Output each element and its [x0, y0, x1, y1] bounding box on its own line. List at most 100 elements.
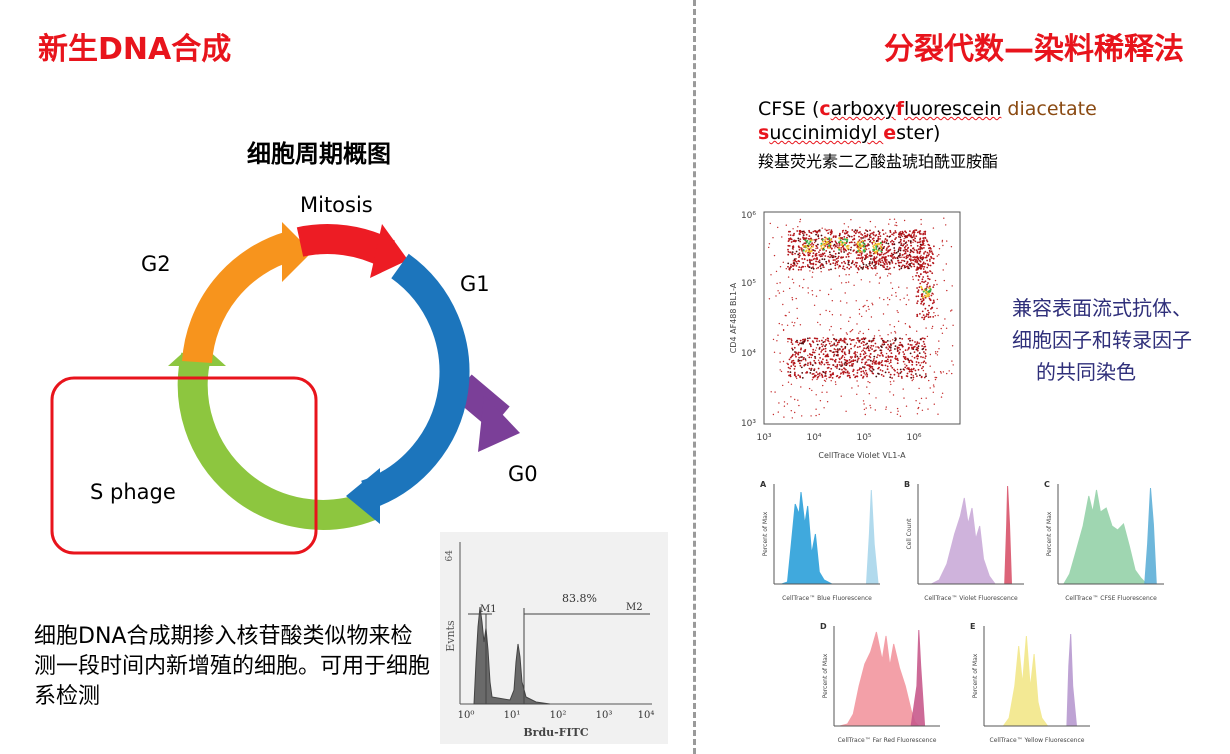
dot-plot-event: [830, 247, 833, 250]
dot-plot-event: [904, 356, 906, 359]
dot-plot-event: [882, 247, 885, 249]
dot-plot-event: [929, 285, 931, 288]
dot-plot-event: [802, 230, 804, 233]
dot-plot-event: [924, 237, 927, 239]
dot-plot-event: [834, 245, 837, 248]
dot-plot-event: [869, 365, 872, 368]
dot-plot-event: [783, 405, 786, 407]
dot-plot-event: [810, 237, 812, 240]
dot-plot-event: [913, 239, 915, 241]
dot-plot-event: [901, 235, 903, 238]
dot-plot-event: [810, 267, 813, 270]
dot-plot-event: [815, 263, 817, 266]
dot-plot-event: [840, 250, 843, 253]
dot-plot-event: [865, 310, 867, 312]
dot-plot-event: [796, 262, 799, 265]
histogram-panel-main-curve: [931, 497, 997, 585]
dot-plot-event: [869, 239, 872, 242]
histogram-panel-x-label: CellTrace™ Yellow Fluorescence: [990, 737, 1085, 744]
dot-plot-event: [923, 240, 925, 243]
dot-plot-event: [923, 251, 925, 254]
dot-plot-event: [937, 413, 939, 415]
dot-plot-event: [903, 256, 905, 259]
dot-plot-event: [843, 268, 846, 271]
histogram-panel-x-label: CellTrace™ Far Red Fluorescence: [838, 737, 937, 744]
dot-plot-event: [818, 353, 821, 356]
dot-x-tick-1: 10⁴: [806, 433, 821, 443]
dot-plot-event: [924, 357, 926, 360]
dot-plot-event: [924, 262, 927, 265]
dot-plot-event: [891, 377, 893, 379]
dot-plot-event: [921, 345, 923, 347]
dot-plot-event: [826, 243, 828, 246]
dot-plot-event: [819, 400, 822, 402]
dot-plot-event: [867, 238, 870, 241]
dot-plot-event: [804, 358, 807, 360]
dot-plot-event: [877, 262, 880, 264]
dot-plot-event: [886, 239, 888, 241]
dot-plot-event: [894, 348, 896, 350]
dot-plot-event: [850, 364, 853, 367]
dot-plot-event: [790, 365, 793, 368]
dot-plot-event: [792, 228, 794, 230]
dot-plot-event: [881, 259, 884, 262]
dot-plot-event: [874, 267, 877, 270]
dot-plot-event: [890, 344, 892, 347]
dot-plot-event: [883, 298, 885, 301]
dot-plot-event: [921, 278, 924, 281]
dot-plot-event: [878, 247, 881, 250]
dot-plot-event: [863, 249, 866, 252]
dot-plot-event: [790, 383, 793, 385]
dot-plot-event: [922, 303, 925, 306]
dot-plot-event: [876, 272, 878, 275]
dot-plot-event: [948, 370, 950, 372]
dot-plot-event: [829, 241, 831, 244]
dot-plot-event: [856, 257, 858, 260]
dot-plot-event: [885, 242, 888, 244]
dot-plot-event: [882, 375, 885, 377]
dot-plot-event: [837, 255, 840, 258]
dot-plot-event: [841, 350, 844, 353]
dot-plot-event: [921, 296, 924, 299]
dot-plot-event: [900, 267, 903, 270]
dot-plot-event: [828, 244, 831, 247]
dot-plot-event: [879, 241, 882, 244]
dot-plot-event: [840, 328, 842, 330]
dot-plot-event: [855, 243, 858, 246]
dot-plot-event: [864, 257, 867, 259]
dot-plot-event: [837, 257, 839, 259]
dot-plot-event: [882, 355, 884, 357]
dot-plot-event: [898, 261, 901, 264]
dot-plot-event: [936, 354, 939, 356]
dot-plot-event: [907, 239, 910, 242]
dot-plot-event: [871, 348, 873, 350]
dot-plot-event: [815, 245, 818, 248]
dot-plot-event: [914, 369, 917, 372]
dot-plot-event: [922, 261, 925, 264]
dot-plot-event: [785, 224, 787, 226]
dot-plot-event: [821, 238, 824, 241]
dot-plot-event: [825, 378, 828, 380]
dot-plot-event: [935, 352, 937, 355]
dot-plot-event: [952, 324, 954, 326]
dot-plot-event: [856, 361, 859, 363]
dot-plot-event: [875, 397, 877, 399]
histogram-panel-letter: C: [1044, 480, 1050, 489]
dot-plot-event: [928, 278, 931, 281]
dot-plot-event: [878, 282, 880, 284]
dot-plot-event: [858, 265, 861, 267]
dot-plot-event: [806, 259, 809, 262]
dot-plot-event: [812, 243, 815, 246]
dot-plot-event: [872, 246, 875, 249]
dot-plot-event: [912, 259, 914, 261]
dot-plot-event: [903, 353, 906, 356]
dot-plot-event: [815, 295, 818, 297]
dot-plot-event: [779, 361, 781, 363]
dot-plot-event: [846, 375, 849, 377]
dot-plot-event: [869, 369, 872, 372]
dot-plot-event: [933, 301, 935, 303]
dot-plot-event: [817, 235, 820, 238]
dot-plot-event: [859, 355, 862, 358]
dot-plot-event: [866, 386, 868, 388]
dot-plot-event: [809, 270, 811, 272]
